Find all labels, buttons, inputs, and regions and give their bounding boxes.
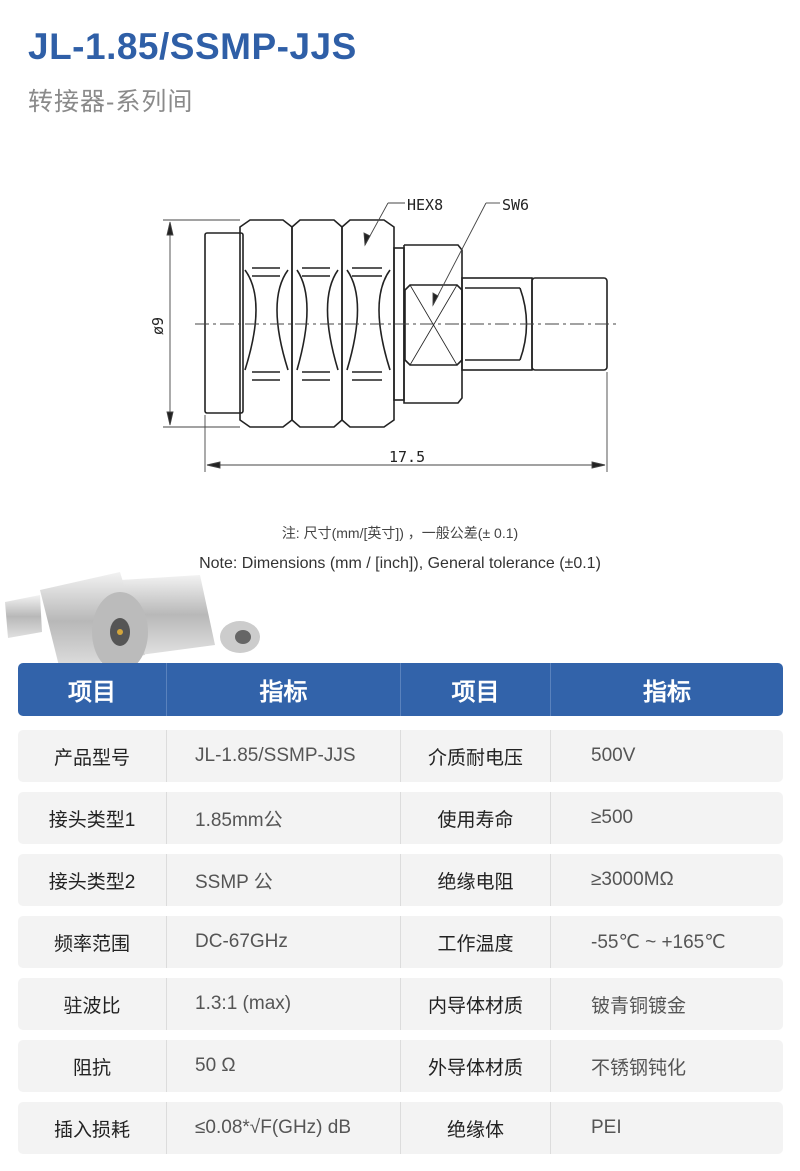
spec-label: 插入损耗: [18, 1102, 167, 1154]
spec-label: 绝缘体: [401, 1102, 551, 1154]
spec-label: 接头类型1: [18, 792, 167, 844]
sw-label: SW6: [502, 196, 529, 214]
spec-label: 频率范围: [18, 916, 167, 968]
spec-value: 不锈钢钝化: [591, 1057, 687, 1079]
spec-label: 外导体材质: [401, 1040, 551, 1092]
spec-value: ≥3000MΩ: [591, 869, 674, 890]
hex-nut-section: [239, 219, 395, 428]
spec-label: 驻波比: [18, 978, 167, 1030]
spec-value: JL-1.85/SSMP-JJS: [167, 730, 401, 782]
product-photo: [5, 572, 260, 672]
spec-value: SSMP 公: [167, 854, 401, 906]
page-title: JL-1.85/SSMP-JJS: [28, 26, 357, 67]
spec-value: -55℃ ~ +165℃: [591, 931, 726, 953]
header-value: 指标: [643, 679, 691, 706]
spec-value: 1.85mm公: [167, 792, 401, 844]
technical-drawing: HEX8 SW6 17.5 ø9: [149, 196, 617, 472]
spec-label: 内导体材质: [401, 978, 551, 1030]
spec-label: 工作温度: [401, 916, 551, 968]
spec-value: ≥500: [591, 807, 634, 828]
spec-value: PEI: [591, 1117, 622, 1138]
note-chinese: 注: 尺寸(mm/[英寸]) ，一般公差(± 0.1): [281, 525, 519, 541]
spec-value: ≤0.08*√F(GHz) dB: [167, 1102, 401, 1154]
spec-label: 绝缘电阻: [401, 854, 551, 906]
header-value: 指标: [167, 663, 401, 716]
hex-label: HEX8: [407, 196, 443, 214]
spec-value: 50 Ω: [167, 1040, 401, 1092]
page-subtitle: 转接器-系列间: [28, 88, 194, 116]
spec-value: 铍青铜镀金: [591, 995, 687, 1017]
spec-label: 接头类型2: [18, 854, 167, 906]
header-item: 项目: [401, 663, 551, 716]
spec-value: 1.3:1 (max): [167, 978, 401, 1030]
header-item: 项目: [18, 663, 167, 716]
spec-label: 产品型号: [18, 730, 167, 782]
spec-value: DC-67GHz: [167, 916, 401, 968]
table-header: 项目 指标 项目 指标: [18, 663, 783, 716]
length-dimension: 17.5: [389, 448, 425, 466]
spec-label: 介质耐电压: [401, 730, 551, 782]
spec-label: 使用寿命: [401, 792, 551, 844]
note-english: Note: Dimensions (mm / [inch]), General …: [199, 555, 601, 572]
diameter-dimension: ø9: [149, 317, 167, 335]
spec-label: 阻抗: [18, 1040, 167, 1092]
spec-value: 500V: [591, 745, 636, 766]
